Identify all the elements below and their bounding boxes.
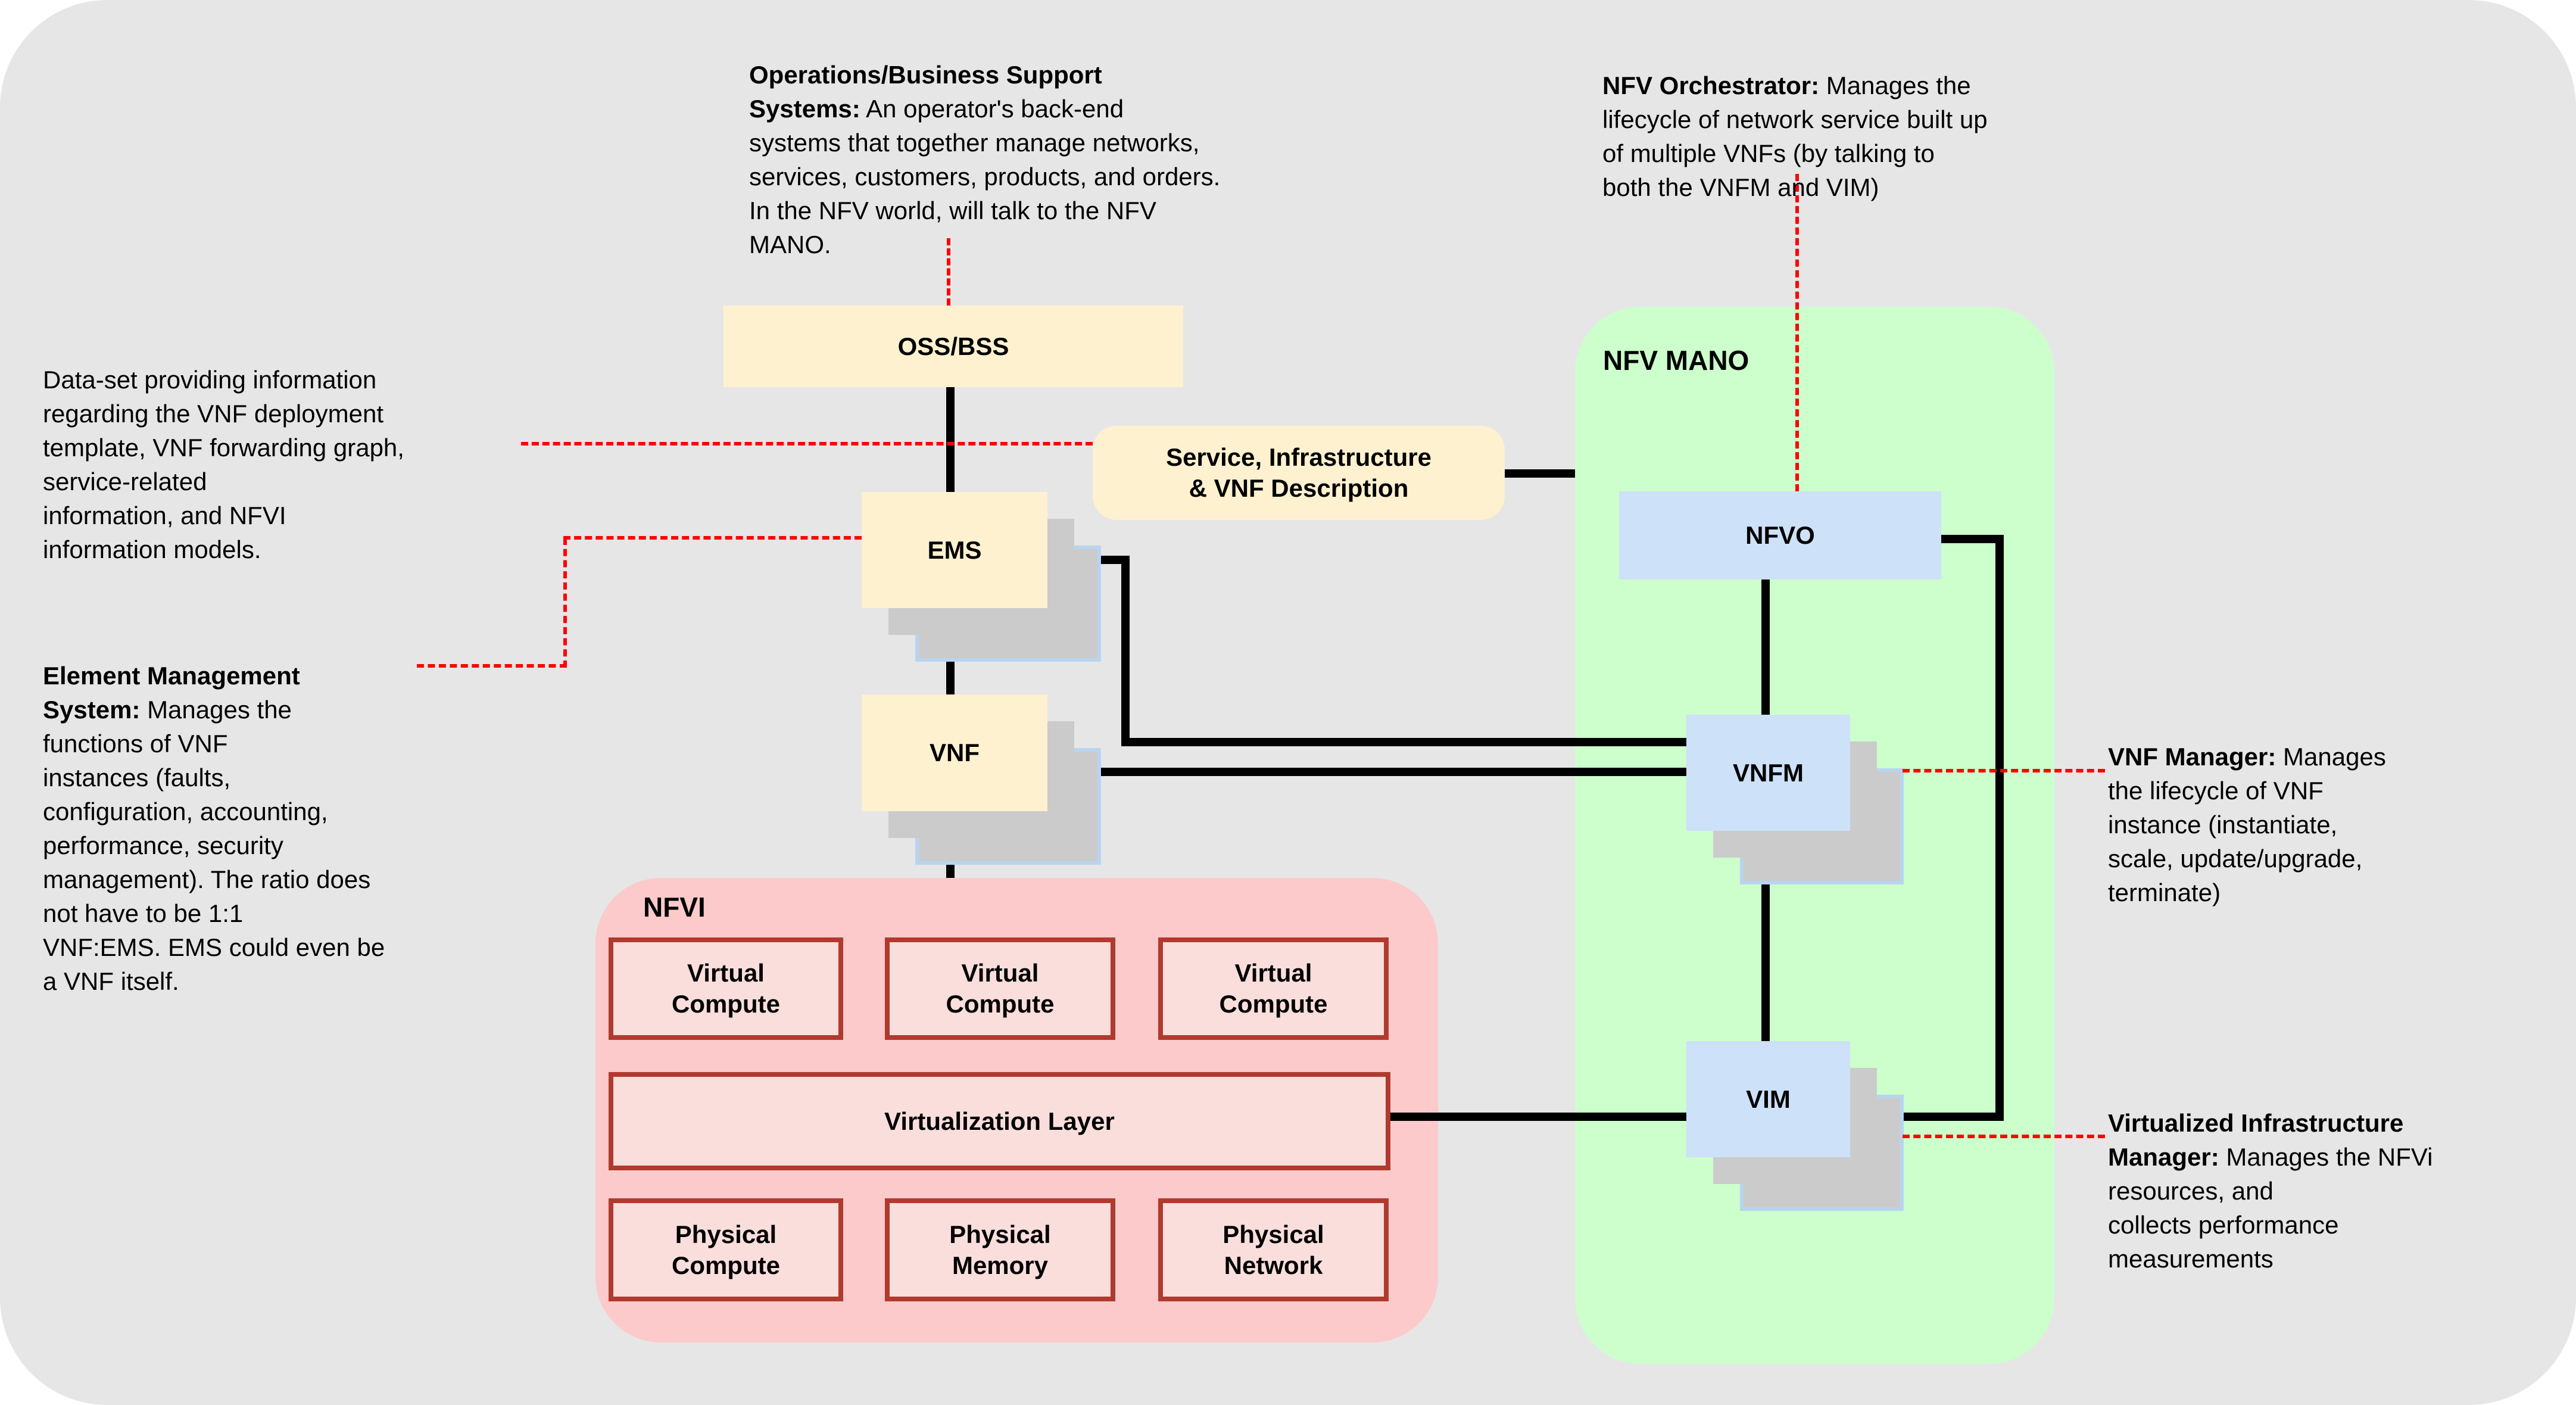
vnf-manager-description-lead: VNF Manager: [2108, 743, 2276, 771]
nfv-orchestrator-description: NFV Orchestrator: Manages the lifecycle … [1602, 35, 2257, 204]
vnf-manager-description: VNF Manager: Manages the lifecycle of VN… [2108, 706, 2561, 909]
dataset-description: Data-set providing information regarding… [43, 329, 609, 566]
oss-bss-description-lead: Operations/Business Support Systems: [749, 61, 1102, 123]
virtual-compute-box-2: Virtual Compute [885, 937, 1115, 1040]
service-infrastructure-vnf-description-box: Service, Infrastructure & VNF Descriptio… [1093, 426, 1505, 520]
oss-bss-description-body: An operator's back-end systems that toge… [749, 95, 1221, 258]
nfvo-box: NFVO [1619, 491, 1941, 580]
connector-ems-vnfm [1121, 738, 1686, 746]
callout-line-dataset-service [521, 442, 1093, 446]
callout-line-ems-desc-v [563, 538, 567, 668]
nfv-orchestrator-description-lead: NFV Orchestrator: [1602, 71, 1820, 99]
physical-memory-box: Physical Memory [885, 1198, 1115, 1301]
callout-line-oss-desc [947, 238, 950, 306]
connector-nfvo-vnfm [1761, 580, 1770, 715]
callout-line-vim-desc [1903, 1135, 2105, 1138]
connector-nfvo-elbow-h [1941, 535, 2004, 543]
ems-description-body: Manages the functions of VNF instances (… [43, 696, 385, 995]
oss-bss-description: Operations/Business Support Systems: An … [749, 24, 1523, 261]
connector-nfvo-elbow-v [1995, 535, 2004, 1121]
dataset-description-body: Data-set providing information regarding… [43, 366, 404, 563]
oss-bss-box: OSS/BSS [723, 306, 1183, 387]
connector-vnf-vnfm [1047, 768, 1686, 776]
physical-network-box: Physical Network [1158, 1198, 1389, 1301]
callout-line-vnfm-desc [1903, 769, 2105, 772]
vim-box: VIM [1686, 1041, 1850, 1157]
vnf-box: VNF [862, 694, 1047, 811]
vnf-manager-description-body: Manages the lifecycle of VNF instance (i… [2108, 743, 2386, 906]
vim-description-lead: Virtualized Infrastructure Manager: [2108, 1109, 2404, 1171]
ems-description-lead: Element Management System: [43, 662, 300, 724]
virtual-compute-box-3: Virtual Compute [1158, 937, 1389, 1040]
connector-ossbss-ems [946, 387, 955, 492]
connector-vl-vim [1390, 1113, 1686, 1121]
nfvi-region-label: NFVI [643, 892, 706, 923]
callout-line-ems-desc-h2 [563, 536, 862, 540]
ems-description: Element Management System: Manages the f… [43, 625, 531, 998]
virtualization-layer-box: Virtualization Layer [609, 1072, 1390, 1170]
connector-service-mano [1504, 469, 1575, 478]
physical-compute-box: Physical Compute [609, 1198, 843, 1301]
virtual-compute-box-1: Virtual Compute [609, 937, 843, 1040]
nfv-mano-region-label: NFV MANO [1603, 345, 1749, 376]
callout-line-ems-desc-h1 [417, 664, 567, 668]
ems-box: EMS [862, 492, 1047, 608]
vim-description: Virtualized Infrastructure Manager: Mana… [2108, 1072, 2576, 1276]
vnfm-box: VNFM [1686, 715, 1850, 831]
nfv-orchestrator-description-body: Manages the lifecycle of network service… [1602, 71, 1988, 201]
vim-description-body: Manages the NFVi resources, and collects… [2108, 1143, 2433, 1273]
callout-line-nfvo-desc [1795, 174, 1799, 491]
connector-ems-elbow-v [1121, 556, 1130, 746]
